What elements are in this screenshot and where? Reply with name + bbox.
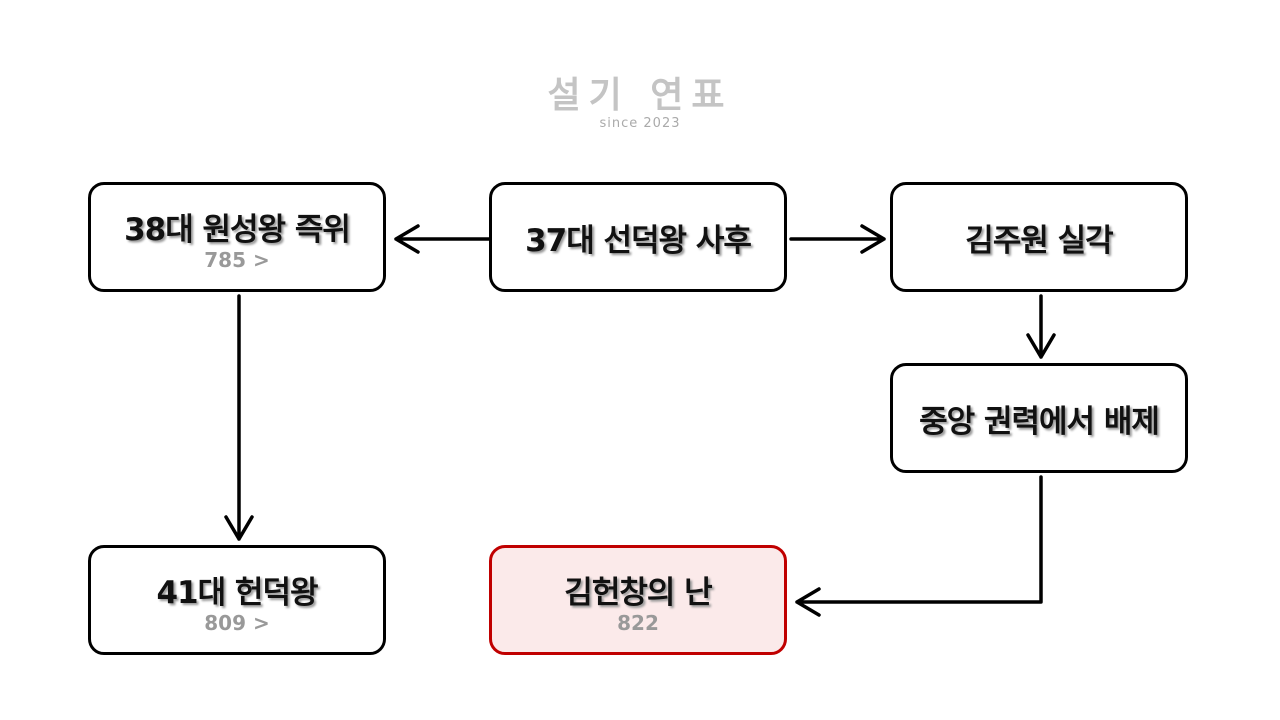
node-label: 41대 헌덕왕 <box>156 574 318 611</box>
node-label: 김헌창의 난 <box>564 574 712 611</box>
node-year[interactable]: 785 > <box>204 247 270 272</box>
arrow-37-to-38 <box>394 224 491 254</box>
node-label: 37대 선덕왕 사후 <box>525 222 752 259</box>
node-38-wonseong: 38대 원성왕 즉위 785 > <box>88 182 386 292</box>
node-exclusion: 중앙 권력에서 배제 <box>890 363 1188 473</box>
node-37-seondeok: 37대 선덕왕 사후 <box>489 182 787 292</box>
logo-subtitle: since 2023 <box>599 116 681 131</box>
node-41-heondeok: 41대 헌덕왕 809 > <box>88 545 386 655</box>
arrow-37-to-kjw <box>789 224 886 254</box>
node-kim-juwon: 김주원 실각 <box>890 182 1188 292</box>
arrow-excl-to-khc <box>795 475 1043 617</box>
node-year[interactable]: 809 > <box>204 610 270 635</box>
node-label: 중앙 권력에서 배제 <box>919 403 1160 440</box>
logo: 설기 연표 since 2023 <box>540 75 740 132</box>
node-year: 822 <box>617 610 659 635</box>
node-label: 김주원 실각 <box>965 222 1113 259</box>
arrow-kjw-to-excl <box>1026 294 1056 359</box>
node-kim-heonchang-rebellion: 김헌창의 난 822 <box>489 545 787 655</box>
arrow-38-to-41 <box>224 294 254 541</box>
node-label: 38대 원성왕 즉위 <box>124 211 351 248</box>
logo-title: 설기 연표 <box>547 75 733 116</box>
